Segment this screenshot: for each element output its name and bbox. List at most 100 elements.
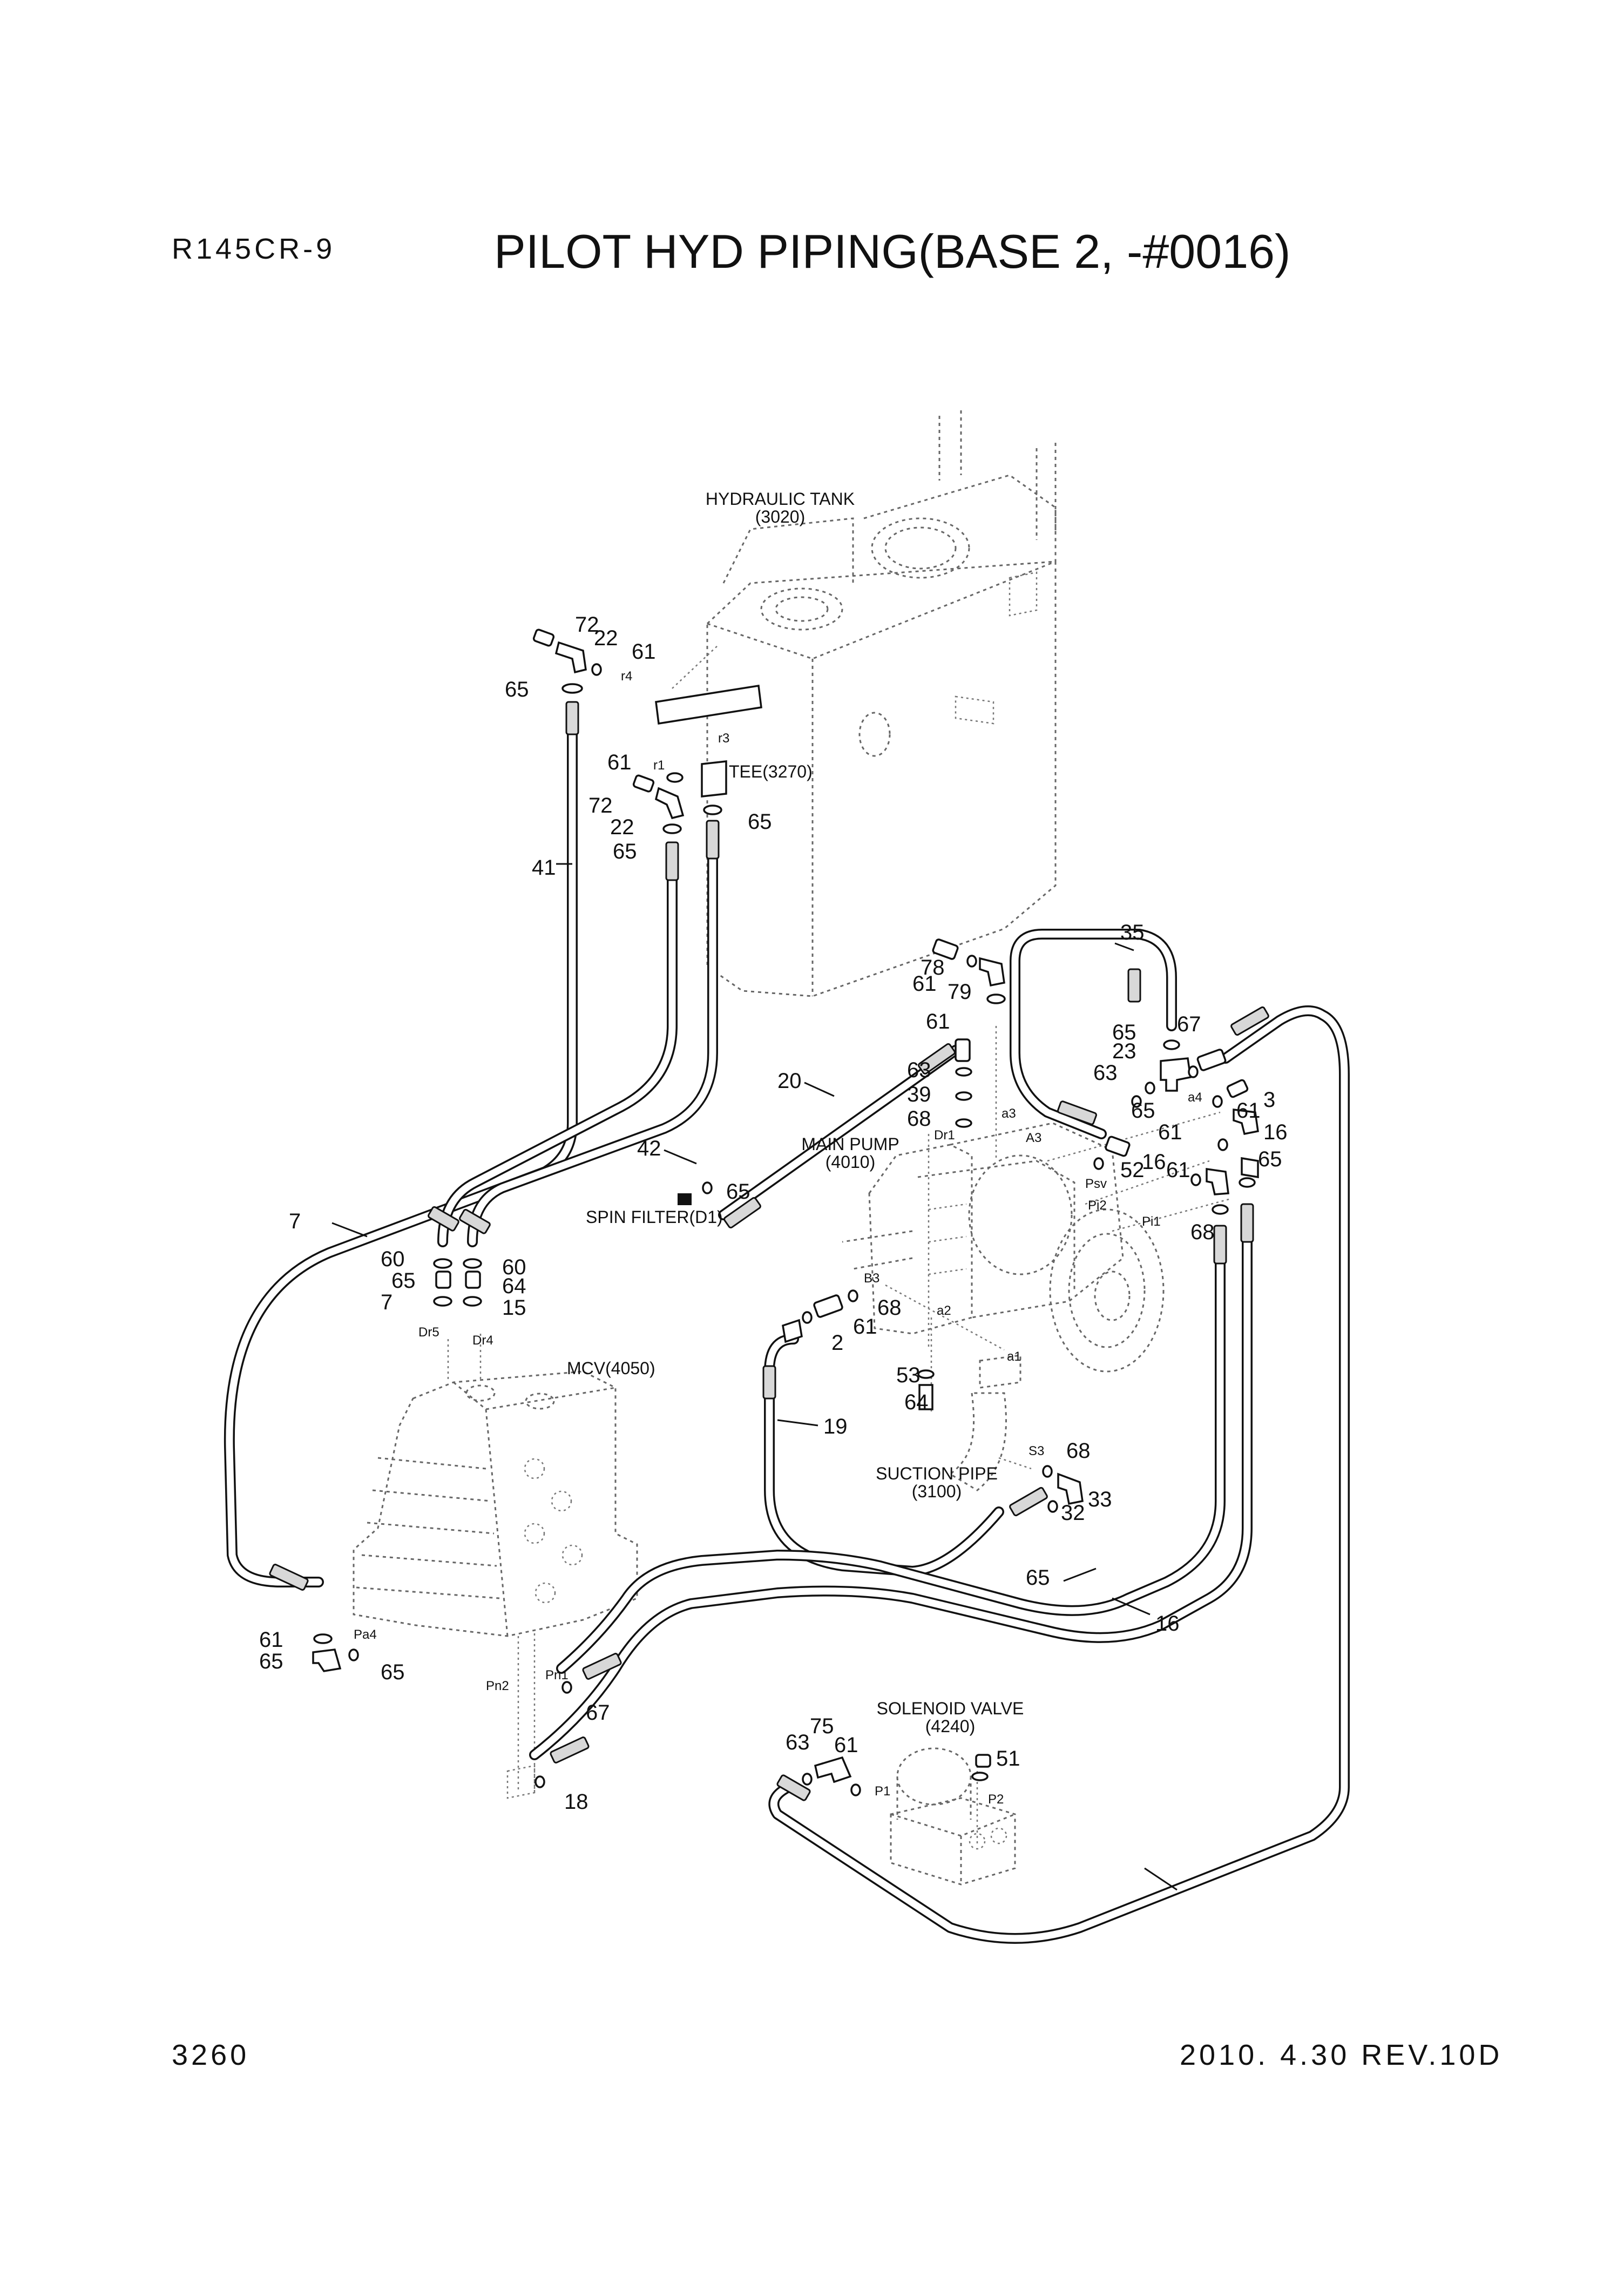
port-label: Psv [1085,1177,1107,1191]
part-number: 16 [1155,1612,1180,1636]
port-label: S3 [1028,1444,1044,1458]
model-code: R145CR-9 [172,233,336,265]
hose-53 [764,1334,1004,1577]
revision-stamp: 2010. 4.30 REV.10D [1180,2039,1503,2071]
part-number: 65 [391,1269,416,1293]
main-pump-code: (4010) [825,1152,876,1172]
leader-lines [331,863,1178,1891]
main-pump-outline [842,1122,1165,1491]
part-number: 15 [502,1296,526,1320]
mcv-label: MCV(4050) [567,1359,655,1378]
part-number-labels: 72 22 61 65 61 72 22 65 65 41 35 78 61 7… [259,613,1288,1814]
port-label: Pa4 [354,1627,377,1642]
part-number: 33 [1088,1488,1112,1511]
port-label: P1 [875,1784,890,1799]
part-number: 65 [505,678,529,701]
part-number: 61 [1166,1158,1190,1182]
part-number: 7 [289,1209,301,1233]
hose-41-mcv [437,875,678,1247]
port-label: Dr1 [934,1128,955,1143]
part-number: 23 [1112,1039,1136,1063]
part-number: 65 [1026,1566,1050,1590]
part-number: 7 [381,1290,393,1314]
part-number: 61 [1236,1099,1261,1123]
port-label: A3 [1026,1131,1041,1145]
part-number: 68 [1190,1220,1215,1244]
hydraulic-tank-code: (3020) [755,507,806,526]
part-number: 61 [259,1628,283,1652]
page-number: 3260 [172,2039,250,2071]
part-number: 65 [1131,1099,1155,1123]
solenoid-valve-code: (4240) [925,1717,976,1736]
part-number: 63 [786,1731,810,1754]
part-number: 53 [896,1363,921,1387]
part-number: 3 [1263,1088,1275,1112]
part-number: 78 [921,956,945,979]
part-number: 32 [1061,1501,1085,1525]
port-labels: r4 r1 r3 a3 A3 a4 Dr1 Psv Pi2 Pi1 B3 a2 … [354,669,1202,1807]
port-label: a2 [937,1303,951,1318]
suction-pipe-code: (3100) [912,1482,962,1501]
part-number: 22 [610,815,634,839]
hydraulic-tank-outline [706,410,1057,997]
dotted-leaders [447,645,1231,1847]
part-number: 22 [594,626,618,650]
part-number: 65 [748,810,772,834]
part-number: 65 [726,1180,750,1204]
part-number: 61 [926,1010,950,1033]
part-number: 52 [1120,1158,1145,1182]
port-label: Pn1 [545,1668,569,1682]
part-number: 65 [381,1660,405,1684]
port-label: Pi1 [1142,1214,1161,1229]
solenoid-valve-outline [890,1747,1016,1886]
part-number: 79 [948,980,972,1004]
port-label: Pi2 [1088,1198,1107,1213]
part-number: 61 [834,1733,858,1757]
hydraulic-tank-label: HYDRAULIC TANK [706,489,855,509]
part-number: 63 [907,1058,931,1082]
port-label: r4 [621,669,632,684]
mcv-outline [353,1370,638,1799]
part-number: 35 [1120,921,1145,944]
port-label: P2 [988,1792,1004,1807]
part-number: 65 [1112,1021,1136,1044]
port-label: r1 [653,758,665,773]
part-number: 41 [532,856,556,880]
part-number: 61 [632,640,656,664]
part-number: 39 [907,1083,931,1106]
part-number: 19 [823,1415,848,1438]
port-label: a1 [1007,1349,1021,1364]
part-number: 72 [575,613,599,637]
part-number: 72 [588,794,613,817]
part-number: 68 [907,1107,931,1131]
part-number: 42 [637,1137,661,1160]
part-number: 67 [586,1701,610,1725]
page-title: PILOT HYD PIPING(BASE 2, -#0016) [494,225,1291,278]
port-label: Dr4 [472,1333,493,1348]
part-number: 65 [259,1650,283,1673]
tee-label: TEE(3270) [729,762,813,781]
part-number: 61 [912,972,937,996]
part-number: 16 [1142,1150,1166,1174]
part-number: 68 [1066,1439,1091,1463]
part-number: 63 [1093,1061,1118,1085]
part-number: 67 [1177,1012,1201,1036]
part-number: 68 [877,1296,902,1320]
main-pump-label: MAIN PUMP [801,1134,899,1154]
fittings [312,629,1259,1796]
hose-41-42 [224,713,578,1587]
part-number: 64 [904,1390,929,1414]
port-label: Pn2 [486,1679,509,1693]
part-number: 20 [777,1069,802,1093]
hose-crimps [269,701,1269,1801]
spin-filter-label: SPIN FILTER(D1) [586,1207,723,1227]
part-number: 61 [853,1315,877,1339]
part-number: 75 [810,1714,834,1738]
port-label: Dr5 [418,1325,439,1340]
suction-pipe-label: SUCTION PIPE [876,1464,998,1483]
part-number: 51 [996,1747,1020,1771]
port-label: B3 [864,1271,879,1286]
part-number: 65 [1258,1147,1282,1171]
part-number: 2 [831,1331,843,1355]
